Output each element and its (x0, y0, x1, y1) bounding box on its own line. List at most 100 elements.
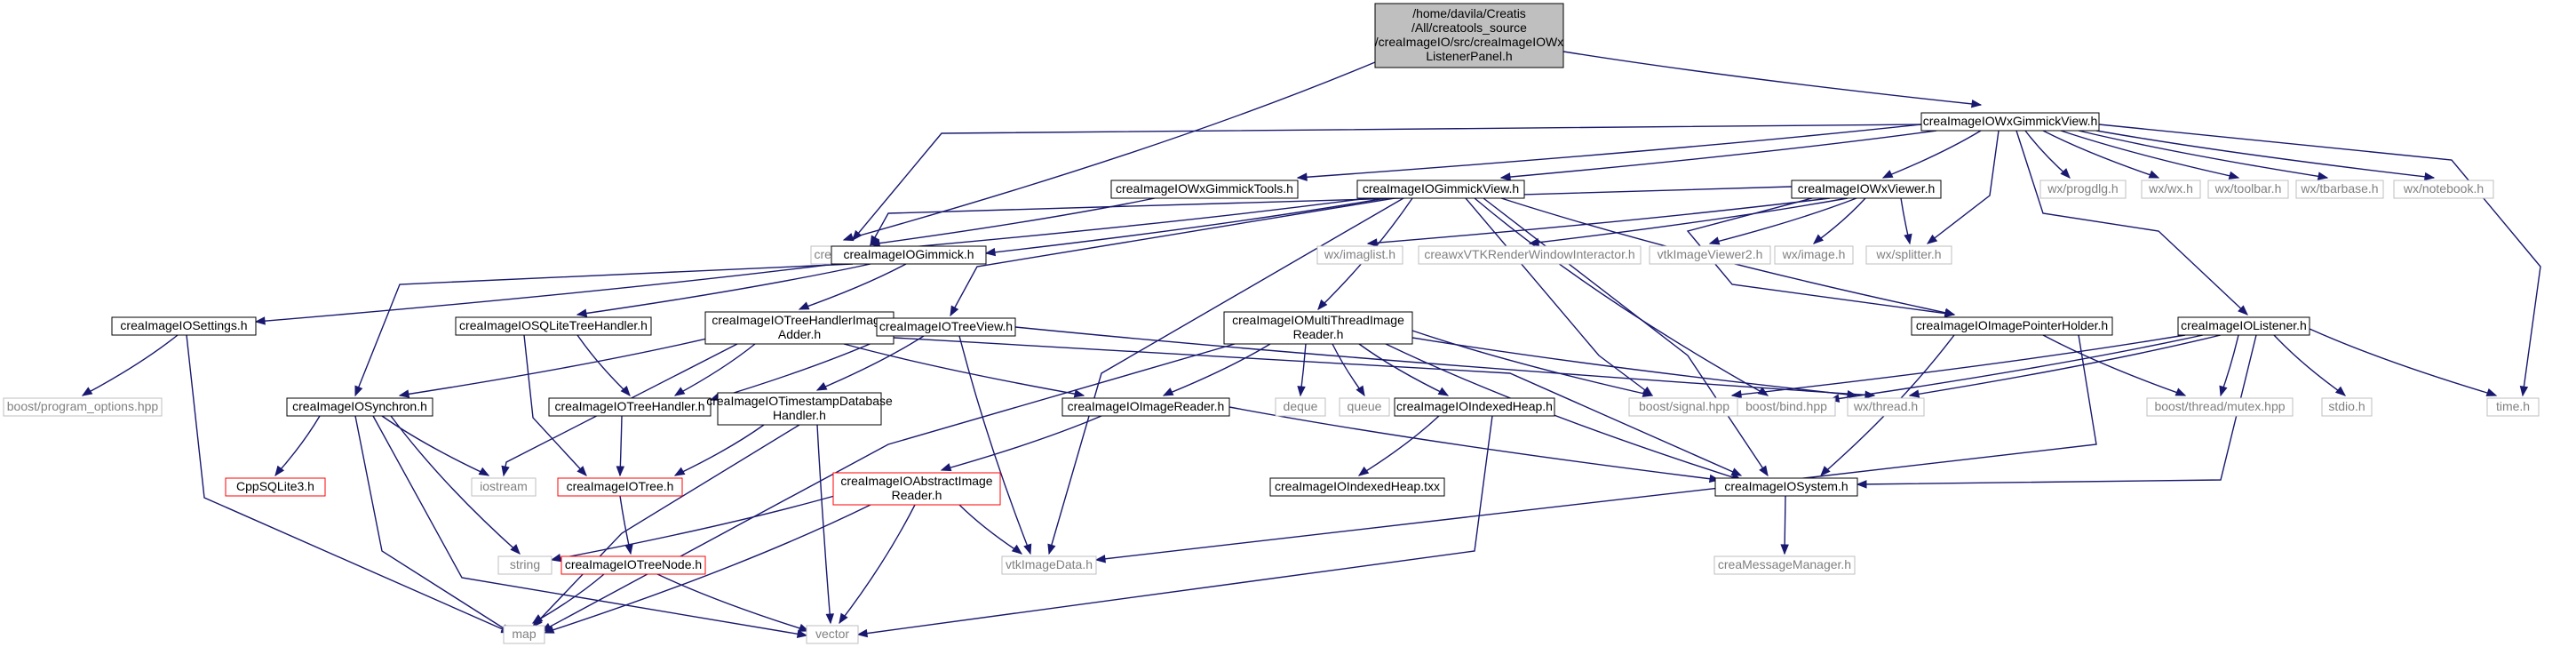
edge-gimmickview-to-listener (2015, 130, 2248, 316)
edge-gimmickviewh-to-treeview (950, 197, 1395, 317)
node-label: wx/progdlg.h (2047, 181, 2118, 196)
node-box (471, 477, 537, 497)
node-wxthread: wx/thread.h (1847, 397, 1925, 417)
node-box (1911, 316, 2113, 336)
node-gimmickviewh[interactable]: creaImageIOGimmickView.h (1356, 180, 1525, 199)
node-sqlitetree[interactable]: creaImageIOSQLiteTreeHandler.h (455, 316, 652, 336)
node-box (2207, 180, 2289, 199)
node-indexedheaptxx[interactable]: creaImageIOIndexedHeap.txx (1269, 477, 1445, 497)
node-wxviewer[interactable]: creaImageIOWxViewer.h (1791, 180, 1942, 199)
edge-settings-to-programoptions (81, 334, 179, 396)
node-box (1865, 245, 1952, 265)
node-label: deque (1284, 399, 1318, 413)
edge-gimmickview-to-notebook (2095, 130, 2436, 181)
node-label: wx/thread.h (1853, 399, 1918, 413)
node-bind: boost/bind.hpp (1737, 397, 1836, 417)
node-box (2295, 180, 2384, 199)
node-label: wx/imaglist.h (1324, 247, 1395, 261)
node-settings[interactable]: creaImageIOSettings.h (111, 316, 257, 336)
edge-timestamp-to-tree (673, 424, 765, 476)
node-label: /home/davila/Creatis (1412, 6, 1526, 20)
node-gimmick[interactable]: creaImageIOGimmick.h (831, 245, 987, 265)
node-wxwx: wx/wx.h (2141, 180, 2201, 199)
edge-indexedheap-to-vectorn (856, 415, 1493, 638)
edge-treenode-to-mapn (531, 573, 605, 624)
node-label: wx/image.h (1782, 247, 1846, 261)
node-box (2486, 397, 2540, 417)
node-treehandler[interactable]: creaImageIOTreeHandler.h (548, 397, 712, 417)
node-label: creaImageIOWxGimmickTools.h (1116, 181, 1293, 196)
node-box (1418, 245, 1642, 265)
edge-abstractreader-to-mapn (543, 504, 871, 634)
node-box (1316, 245, 1403, 265)
node-cppsqlite[interactable]: CppSQLite3.h (225, 477, 326, 497)
edge-listener-to-bind (1828, 334, 2204, 403)
node-label: creaImageIOImagePointerHolder.h (1916, 318, 2108, 332)
node-indexedheap[interactable]: creaImageIOIndexedHeap.h (1394, 397, 1555, 417)
node-label: ListenerPanel.h (1426, 49, 1512, 63)
edge-gimmick-to-settings (254, 263, 836, 325)
node-wxgimmicktools[interactable]: creaImageIOWxGimmickTools.h (1110, 180, 1299, 199)
node-box (561, 555, 706, 575)
node-vtkimagedata: vtkImageData.h (1001, 555, 1097, 575)
node-label: wx/toolbar.h (2214, 181, 2282, 196)
node-splitter: wx/splitter.h (1865, 245, 1952, 265)
node-label: wx/splitter.h (1875, 247, 1941, 261)
node-gimmickview[interactable]: creaImageIOWxGimmickView.h (1920, 112, 2100, 132)
node-label: time.h (2496, 399, 2530, 413)
node-label: creaImageIOIndexedHeap.h (1396, 399, 1553, 413)
edge-treehandlerimage-to-imagereader (843, 343, 1085, 398)
node-label: creaMessageManager.h (1718, 557, 1851, 571)
node-label: Handler.h (773, 408, 826, 422)
edge-wxviewer-to-wximage (1812, 197, 1866, 244)
node-box (2146, 397, 2294, 417)
node-tree[interactable]: creaImageIOTree.h (557, 477, 683, 497)
dependency-nodes: /home/davila/Creatis/All/creatools_sourc… (3, 3, 2540, 644)
node-label: creaImageIOTreeNode.h (565, 557, 702, 571)
edge-synchron-to-iostream (381, 415, 490, 476)
node-treenode[interactable]: creaImageIOTreeNode.h (561, 555, 706, 575)
node-imagereader[interactable]: creaImageIOImageReader.h (1061, 397, 1230, 417)
edge-synchron-to-vectorn (372, 415, 808, 638)
edge-treeview-to-timestamp (815, 335, 925, 391)
dependency-edges (81, 51, 2541, 638)
node-box (1110, 180, 1299, 199)
edge-treeview-to-vtkimagedata (958, 335, 1032, 555)
node-listener[interactable]: creaImageIOListener.h (2177, 316, 2310, 336)
node-mutex: boost/thread/mutex.hpp (2146, 397, 2294, 417)
edge-wxviewer-to-vtkviewer2 (1708, 197, 1857, 245)
edge-wxviewer-to-imaglist (1366, 197, 1831, 247)
node-synchron[interactable]: creaImageIOSynchron.h (286, 397, 433, 417)
node-label: creaImageIOTree.h (567, 479, 674, 493)
node-toolbar: wx/toolbar.h (2207, 180, 2289, 199)
node-box (497, 555, 553, 575)
node-label: creawxVTKRenderWindowInteractor.h (1424, 247, 1634, 261)
node-box (455, 316, 652, 336)
node-label: creaImageIOTreeHandlerImage (712, 313, 886, 327)
node-box (1920, 112, 2100, 132)
node-box (1061, 397, 1230, 417)
node-treeview[interactable]: creaImageIOTreeView.h (876, 317, 1016, 337)
node-label: creaImageIOTimestampDatabase (706, 394, 893, 408)
edge-listener-to-wxthread (1908, 334, 2222, 398)
node-pointerholder[interactable]: creaImageIOImagePointerHolder.h (1911, 316, 2113, 336)
edge-gimmickview-to-timeh (2098, 124, 2541, 397)
node-label: /All/creatools_source (1411, 20, 1527, 35)
node-root[interactable]: /home/davila/Creatis/All/creatools_sourc… (1374, 3, 1564, 68)
node-label: boost/bind.hpp (1745, 399, 1827, 413)
node-label: creaImageIOGimmick.h (843, 247, 974, 261)
node-system[interactable]: creaImageIOSystem.h (1714, 477, 1858, 497)
edge-treehandler-to-tree (616, 415, 625, 477)
node-label: creaImageIOAbstractImage (840, 474, 992, 488)
node-vtkrender: creawxVTKRenderWindowInteractor.h (1418, 245, 1642, 265)
edge-gimmickview-to-progdlg (2024, 130, 2071, 179)
edge-gimmickviewh-to-bind (1474, 197, 1769, 396)
node-box (1791, 180, 1942, 199)
node-mapn: map (503, 625, 545, 644)
node-box (832, 472, 1001, 506)
node-box (1374, 3, 1564, 68)
